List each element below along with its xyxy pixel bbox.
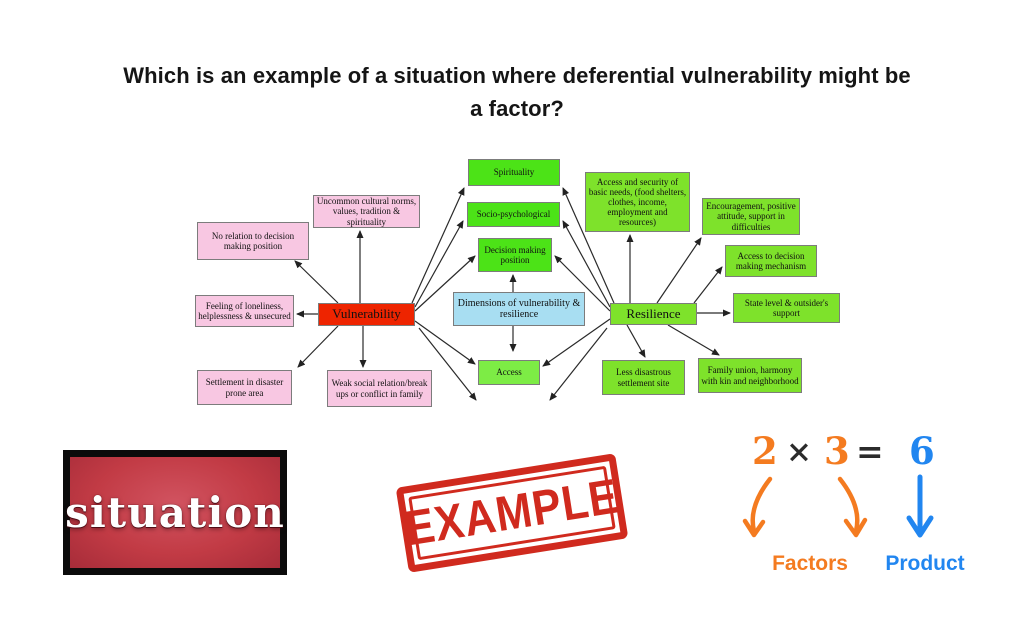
equals-sign: = [856,432,884,471]
diagram-arrow [414,320,476,365]
situation-sign: situation [63,450,287,575]
diagram-arrow [418,327,477,401]
diagram-arrow [542,318,611,367]
times-sign: × [786,434,812,470]
diagram-node-less-disastrous: Less disastrous settlement site [602,360,685,395]
product-value: 6 [909,429,935,473]
example-stamp-label: EXAMPLE [401,468,623,557]
diagram-arrow [414,255,476,312]
diagram-arrow [626,324,646,358]
diagram-node-vulnerability: Vulnerability [318,303,415,326]
factor-2: 3 [824,429,850,473]
diagram-node-state-level: State level & outsider's support [733,293,840,323]
factor1-arrowhead [742,518,766,538]
diagram-node-dimensions: Dimensions of vulnerability & resilience [453,292,585,326]
diagram-arrow [414,220,464,308]
factors-label: Factors [772,552,848,575]
diagram-node-uncommon-cultural: Uncommon cultural norms, values, traditi… [313,195,420,228]
diagram-node-spirituality: Spirituality [468,159,560,186]
diagram-arrow [656,237,702,304]
diagram-arrow [297,325,339,368]
diagram-arrow [554,255,611,312]
factor-1: 2 [752,429,778,473]
factor2-arrow [837,476,860,534]
question-title: Which is an example of a situation where… [123,63,911,121]
diagram-node-weak-social: Weak social relation/break ups or confli… [327,370,432,407]
diagram-arrow [549,327,608,401]
diagram-node-socio-psychological: Socio-psychological [467,202,560,227]
diagram-arrow [562,220,611,308]
diagram-node-family-union: Family union, harmony with kin and neigh… [698,358,802,393]
diagram-arrow [411,187,465,304]
diagram-arrow [693,266,723,304]
diagram-arrow [667,324,720,356]
diagram-node-access-security: Access and security of basic needs, (foo… [585,172,690,232]
diagram-arrow [562,187,615,304]
diagram-node-encouragement: Encouragement, positive attitude, suppor… [702,198,800,235]
factor2-arrowhead [843,517,868,538]
diagram-node-access-decision: Access to decision making mechanism [725,245,817,277]
multiplication-example: 2 × 3 = 6 Factors Product [730,425,1000,595]
diagram-node-feeling-loneliness: Feeling of loneliness, helplessness & un… [195,295,294,327]
diagram-node-access: Access [478,360,540,385]
factor1-arrow [750,476,773,534]
diagram-node-no-relation: No relation to decision making position [197,222,309,260]
diagram-node-settlement-disaster: Settlement in disaster prone area [197,370,292,405]
product-arrowhead [906,515,934,538]
diagram-node-decision-making: Decision making position [478,238,552,272]
math-arrows [742,474,934,538]
situation-sign-label: situation [65,488,285,537]
diagram-node-resilience: Resilience [610,303,697,325]
product-label: Product [885,552,965,575]
diagram-arrow [294,260,339,304]
